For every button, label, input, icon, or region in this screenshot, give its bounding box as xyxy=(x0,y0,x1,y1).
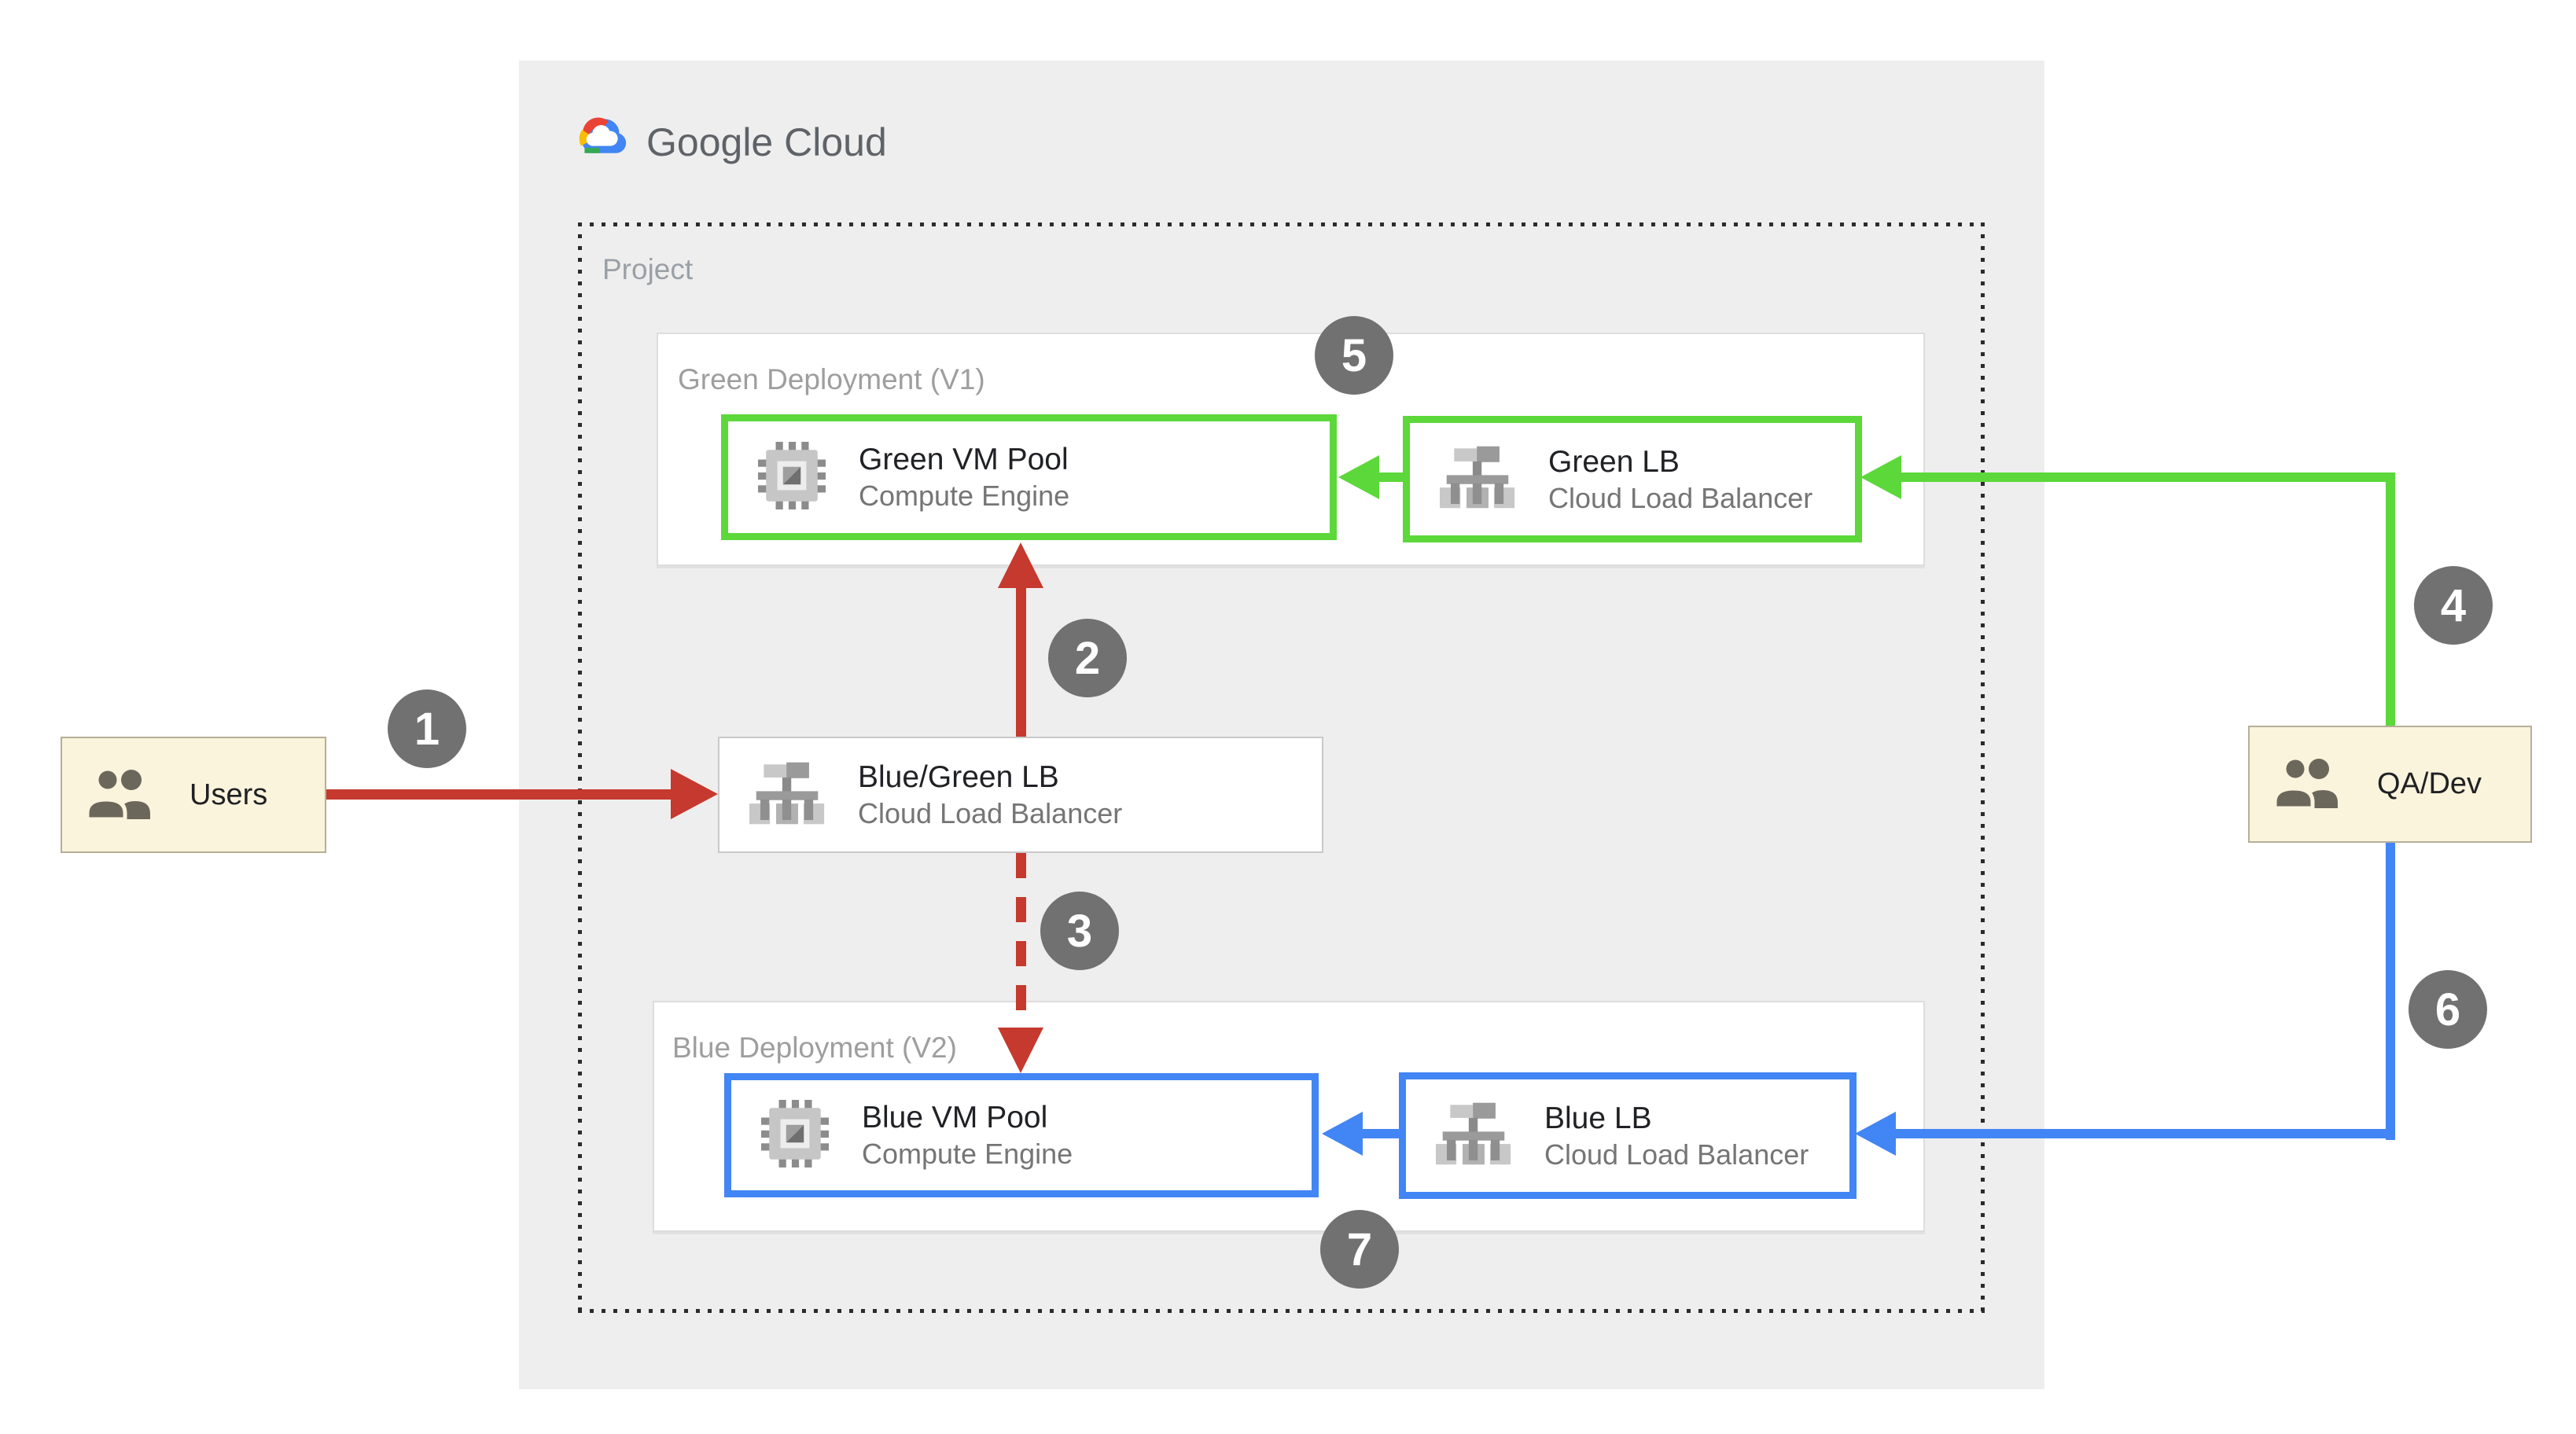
node-title: Blue VM Pool xyxy=(862,1101,1048,1134)
arrow-qadev-to-bluelb-horizontal xyxy=(1894,1129,2390,1138)
arrowhead-users-to-bluegreen-lb xyxy=(671,769,718,819)
actor-users: Users xyxy=(61,737,326,853)
node-title: Green LB xyxy=(1548,444,1680,479)
arrow-qadev-to-greenlb-vertical xyxy=(2386,472,2395,727)
users-icon xyxy=(85,767,164,823)
node-subtitle: Cloud Load Balancer xyxy=(1548,481,1813,514)
compute-engine-icon xyxy=(761,1099,829,1171)
node-subtitle: Cloud Load Balancer xyxy=(1544,1138,1809,1171)
node-green-vm-pool: Green VM Pool Compute Engine xyxy=(721,414,1337,540)
step-badge-5: 5 xyxy=(1315,316,1393,395)
project-boundary xyxy=(578,222,1985,1313)
step-badge-4: 4 xyxy=(2414,566,2493,645)
step-badge-6: 6 xyxy=(2409,970,2487,1049)
step-badge-2: 2 xyxy=(1048,619,1127,697)
node-title: Blue LB xyxy=(1544,1101,1652,1135)
green-deployment-label: Green Deployment (V1) xyxy=(678,363,985,395)
actor-qadev: QA/Dev xyxy=(2248,726,2532,843)
node-bluegreen-lb: Blue/Green LB Cloud Load Balancer xyxy=(718,737,1323,853)
arrow-users-to-bluegreen-lb xyxy=(326,789,672,800)
node-title: Green VM Pool xyxy=(859,443,1069,476)
node-blue-lb: Blue LB Cloud Load Balancer xyxy=(1399,1072,1857,1199)
node-blue-vm-pool: Blue VM Pool Compute Engine xyxy=(724,1073,1319,1197)
node-subtitle: Cloud Load Balancer xyxy=(858,797,1123,829)
arrow-qadev-to-greenlb-horizontal xyxy=(1900,472,2390,482)
arrowhead-lb-to-blue-vm xyxy=(998,1028,1043,1073)
actor-label: QA/Dev xyxy=(2377,767,2482,800)
load-balancer-icon xyxy=(1436,1102,1511,1169)
arrow-greenlb-to-greenvm xyxy=(1378,472,1404,482)
arrowhead-lb-to-green-vm xyxy=(998,542,1043,588)
node-green-lb: Green LB Cloud Load Balancer xyxy=(1403,416,1862,542)
arrowhead-greenlb-to-greenvm xyxy=(1338,455,1379,499)
arrow-lb-to-green-vm xyxy=(1016,586,1026,737)
google-cloud-logo-icon xyxy=(573,110,633,160)
actor-label: Users xyxy=(190,778,268,811)
arrowhead-qadev-to-greenlb xyxy=(1860,455,1901,499)
blue-deployment-label: Blue Deployment (V2) xyxy=(672,1031,957,1064)
load-balancer-icon xyxy=(1440,446,1515,513)
arrow-qadev-to-bluelb-vertical xyxy=(2386,843,2395,1140)
compute-engine-icon xyxy=(758,441,826,513)
step-badge-1: 1 xyxy=(388,689,466,768)
load-balancer-icon xyxy=(749,762,825,829)
arrow-bluelb-to-bluevm xyxy=(1361,1129,1400,1138)
arrow-lb-to-blue-vm xyxy=(1016,853,1026,1029)
node-title: Blue/Green LB xyxy=(858,760,1059,794)
node-subtitle: Compute Engine xyxy=(862,1138,1073,1170)
step-badge-7: 7 xyxy=(1320,1210,1399,1289)
step-badge-3: 3 xyxy=(1040,892,1119,970)
arrowhead-bluelb-to-bluevm xyxy=(1322,1112,1363,1156)
users-icon xyxy=(2272,756,2352,812)
node-subtitle: Compute Engine xyxy=(859,480,1070,512)
google-cloud-wordmark: Google Cloud xyxy=(646,120,887,164)
arrowhead-qadev-to-bluelb xyxy=(1855,1112,1896,1156)
project-label: Project xyxy=(602,253,694,285)
